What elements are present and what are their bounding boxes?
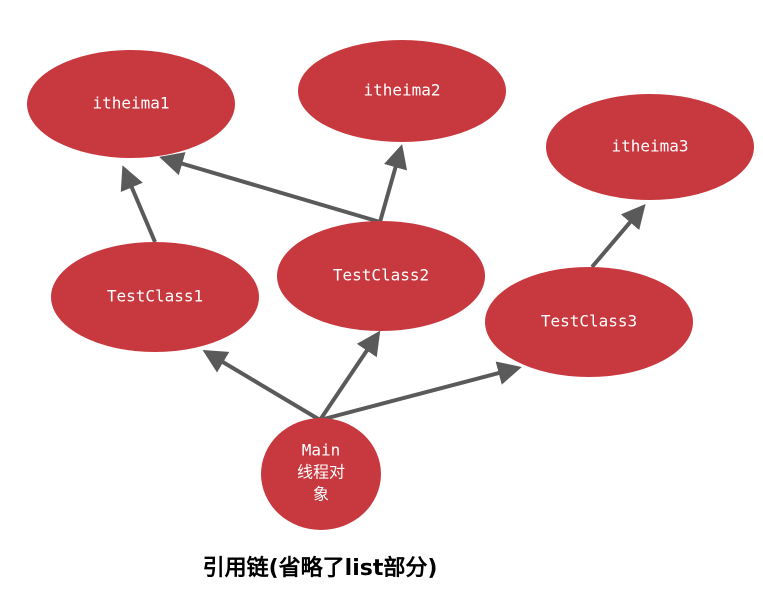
node-testclass1: TestClass1 — [51, 242, 259, 352]
node-main-label-line2: 线程对 — [297, 463, 345, 482]
edge-testclass2-to-itheima1 — [159, 152, 381, 224]
node-itheima2: itheima2 — [298, 40, 506, 142]
edge-main-to-testclass2 — [318, 330, 381, 422]
node-testclass2-shape — [277, 221, 485, 331]
node-testclass2: TestClass2 — [277, 221, 485, 331]
node-testclass3-shape — [485, 267, 693, 377]
node-itheima2-shape — [298, 40, 506, 142]
edge-testclass3-to-itheima3 — [590, 203, 646, 269]
node-testclass1-shape — [51, 242, 259, 352]
edge-testclass2-to-itheima2 — [378, 144, 408, 223]
edge-main-to-testclass3 — [319, 361, 522, 422]
node-main-shape — [261, 418, 381, 530]
edge-testclass1-to-itheima1 — [120, 165, 157, 243]
node-itheima3: itheima3 — [546, 94, 754, 200]
node-testclass3-label: TestClass3 — [541, 312, 637, 331]
node-main-label-line1: Main — [302, 441, 341, 460]
node-itheima3-label: itheima3 — [611, 137, 688, 156]
diagram-caption: 引用链(省略了list部分) — [202, 556, 438, 581]
node-main-label-line3: 象 — [313, 485, 329, 504]
node-testclass3: TestClass3 — [485, 267, 693, 377]
node-itheima2-label: itheima2 — [363, 81, 440, 100]
node-itheima1: itheima1 — [27, 50, 235, 158]
node-testclass1-label: TestClass1 — [107, 287, 203, 306]
edges — [120, 144, 646, 422]
node-itheima1-label: itheima1 — [92, 94, 169, 113]
edge-main-to-testclass1 — [202, 349, 322, 422]
node-itheima1-shape — [27, 50, 235, 158]
node-itheima3-shape — [546, 94, 754, 200]
node-testclass2-label: TestClass2 — [333, 266, 429, 285]
node-main: Main 线程对 象 — [261, 418, 381, 530]
